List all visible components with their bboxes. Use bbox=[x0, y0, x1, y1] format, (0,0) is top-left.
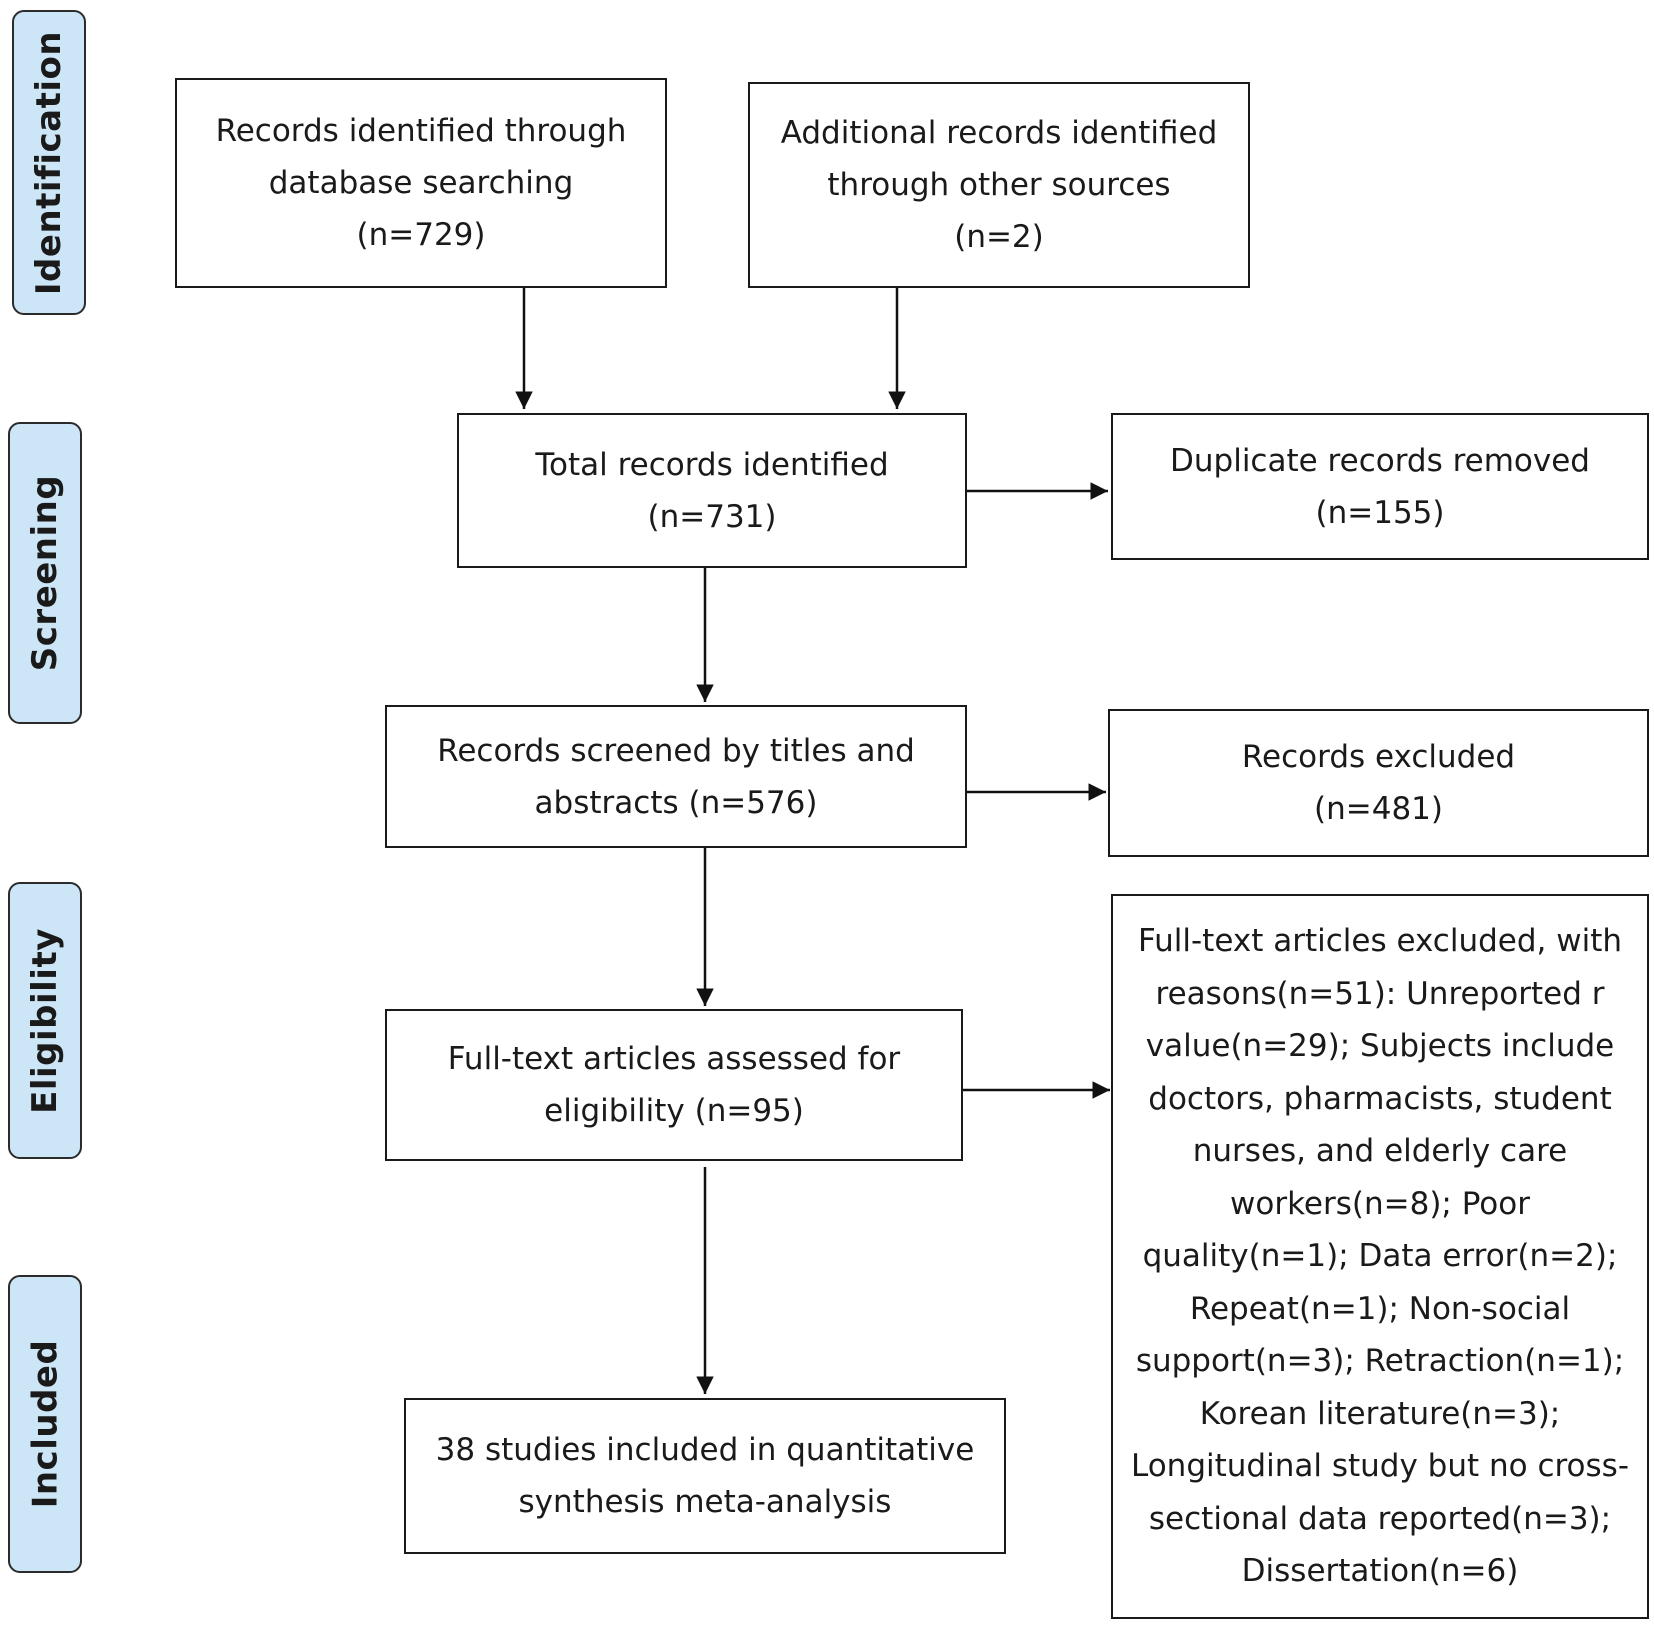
box-excluded: Records excluded (n=481) bbox=[1108, 709, 1649, 857]
box-fulltext-excluded: Full-text articles excluded, with reason… bbox=[1111, 894, 1649, 1619]
box-other-sources: Additional records identified through ot… bbox=[748, 82, 1250, 288]
box-line: through other sources bbox=[827, 167, 1171, 203]
stage-eligibility: Eligibility bbox=[8, 882, 82, 1159]
box-database-search: Records identified through database sear… bbox=[175, 78, 667, 288]
box-line: quality(n=1); Data error(n=2); bbox=[1142, 1238, 1618, 1275]
stage-identification: Identification bbox=[12, 10, 86, 315]
box-line: (n=481) bbox=[1314, 791, 1443, 827]
box-line: nurses, and elderly care bbox=[1192, 1133, 1568, 1170]
box-line: (n=2) bbox=[954, 219, 1044, 255]
box-line: Full-text articles excluded, with bbox=[1137, 923, 1622, 960]
box-line: value(n=29); Subjects include bbox=[1145, 1028, 1615, 1065]
box-line: Repeat(n=1); Non-social bbox=[1189, 1290, 1571, 1327]
box-line: (n=729) bbox=[356, 217, 486, 253]
box-total-identified: Total records identified (n=731) bbox=[457, 413, 967, 568]
box-included-studies: 38 studies included in quantitative synt… bbox=[404, 1398, 1006, 1554]
box-line: Total records identified bbox=[535, 446, 889, 483]
box-line: Records identified through bbox=[215, 113, 627, 149]
box-line: Longitudinal study but no cross- bbox=[1130, 1448, 1630, 1485]
box-line: synthesis meta-analysis bbox=[518, 1484, 892, 1520]
box-line: sectional data reported(n=3); bbox=[1148, 1500, 1612, 1537]
box-line: eligibility (n=95) bbox=[544, 1093, 804, 1129]
box-line: workers(n=8); Poor bbox=[1230, 1185, 1530, 1222]
box-line: reasons(n=51): Unreported r bbox=[1155, 975, 1605, 1012]
box-line: Records excluded bbox=[1241, 739, 1516, 775]
box-fulltext-assessed: Full-text articles assessed for eligibil… bbox=[385, 1009, 963, 1161]
box-line: Duplicate records removed bbox=[1170, 442, 1590, 479]
box-line: (n=731) bbox=[647, 498, 777, 535]
stage-screening: Screening bbox=[8, 422, 82, 724]
box-line: Full-text articles assessed for bbox=[447, 1041, 901, 1077]
box-line: 38 studies included in quantitative bbox=[435, 1432, 975, 1468]
box-line: support(n=3); Retraction(n=1); bbox=[1135, 1343, 1625, 1380]
box-line: Dissertation(n=6) bbox=[1241, 1553, 1519, 1590]
box-line: Records screened by titles and bbox=[437, 732, 915, 769]
box-duplicates-removed: Duplicate records removed (n=155) bbox=[1111, 413, 1649, 560]
box-line: database searching bbox=[268, 165, 574, 201]
box-line: (n=155) bbox=[1315, 494, 1445, 531]
box-line: Korean literature(n=3); bbox=[1199, 1395, 1561, 1432]
stage-included: Included bbox=[8, 1275, 82, 1573]
box-line: doctors, pharmacists, student bbox=[1148, 1080, 1612, 1117]
box-line: Additional records identified bbox=[780, 115, 1218, 151]
box-screened: Records screened by titles and abstracts… bbox=[385, 705, 967, 848]
box-line: abstracts (n=576) bbox=[534, 784, 818, 821]
